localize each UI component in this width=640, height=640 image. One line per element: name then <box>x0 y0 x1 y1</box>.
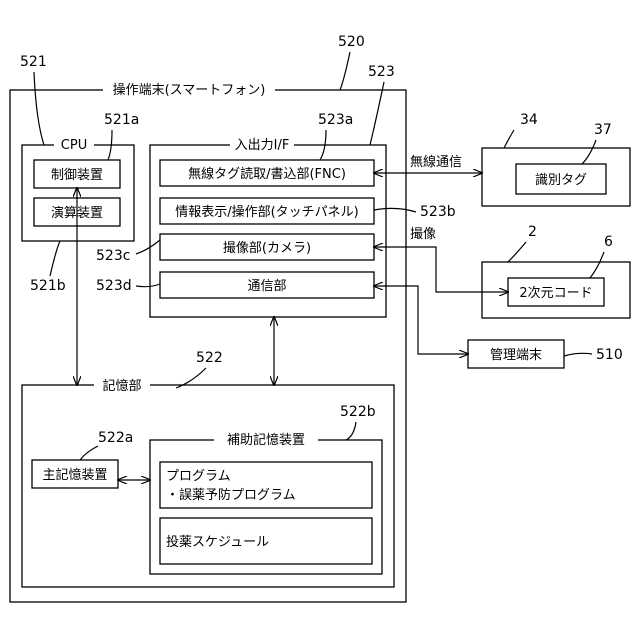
fnc-label: 無線タグ読取/書込部(FNC) <box>188 166 346 182</box>
mgmt-ref: 510 <box>596 347 623 363</box>
camera-label: 撮像部(カメラ) <box>223 240 311 256</box>
code-outer-leader <box>508 242 526 262</box>
tag-ref: 37 <box>594 122 612 138</box>
main-memory-ref: 522a <box>98 430 133 446</box>
code-label: 2次元コード <box>519 285 592 301</box>
display-ref: 523b <box>420 204 456 220</box>
aux-storage-ref: 522b <box>340 404 376 420</box>
io-ref: 523 <box>368 64 395 80</box>
main-memory-label: 主記憶装置 <box>42 467 107 483</box>
arith-device-ref: 521b <box>30 278 66 294</box>
program-line1: プログラム <box>166 469 231 484</box>
control-device-ref: 521a <box>104 112 139 128</box>
code-outer-ref: 2 <box>528 224 537 240</box>
storage-title: 記憶部 <box>102 378 141 394</box>
cpu-title: CPU <box>61 138 87 153</box>
tag-outer-ref: 34 <box>520 112 538 128</box>
mgmt-leader <box>564 353 592 356</box>
io-title: 入出力I/F <box>235 138 290 153</box>
display-label: 情報表示/操作部(タッチパネル) <box>175 204 359 220</box>
storage-ref: 522 <box>196 350 223 366</box>
comm-ref: 523d <box>96 278 132 294</box>
aux-storage-title: 補助記憶装置 <box>227 432 305 448</box>
imaging-label: 撮像 <box>410 226 436 242</box>
program-line2: ・誤薬予防プログラム <box>166 487 296 503</box>
comm-label: 通信部 <box>247 279 286 294</box>
camera-ref: 523c <box>96 248 130 264</box>
schedule-label: 投薬スケジュール <box>166 534 269 550</box>
fnc-ref: 523a <box>318 112 353 128</box>
terminal-leader <box>340 52 350 90</box>
tag-outer-leader <box>504 130 514 148</box>
mgmt-label: 管理端末 <box>490 348 542 363</box>
cpu-ref: 521 <box>20 54 47 70</box>
control-device-label: 制御装置 <box>51 168 103 183</box>
code-ref: 6 <box>604 234 613 250</box>
terminal-ref: 520 <box>338 34 365 50</box>
terminal-title: 操作端末(スマートフォン) <box>113 82 266 98</box>
wireless-label: 無線通信 <box>410 154 462 170</box>
tag-label: 識別タグ <box>535 173 587 188</box>
